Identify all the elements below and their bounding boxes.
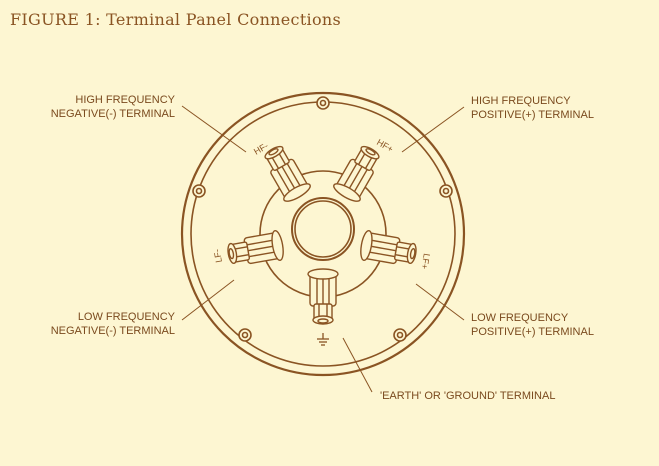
hf-positive-label: HIGH FREQUENCY POSITIVE(+) TERMINAL: [471, 95, 594, 121]
lf-negative-label: LOW FREQUENCY NEGATIVE(-) TERMINAL: [50, 311, 175, 337]
hf-plus-mark: HF+: [375, 137, 395, 154]
lf-positive-leader: [415, 283, 465, 321]
earth-leader: [342, 337, 373, 393]
outer-ring: [180, 91, 466, 377]
figure-title: FIGURE 1: Terminal Panel Connections: [10, 10, 342, 29]
earth-post: [307, 268, 339, 325]
earth-label: 'EARTH' OR 'GROUND' TERMINAL: [380, 390, 556, 402]
ground-icon: [317, 333, 329, 346]
lf-minus-mark: LF-: [212, 248, 224, 263]
inner-ring: [190, 101, 456, 367]
hf-positive-leader: [401, 106, 465, 153]
hf-negative-label: HIGH FREQUENCY NEGATIVE(-) TERMINAL: [50, 94, 175, 120]
center-hole: [291, 197, 355, 261]
mounting-screw: [316, 96, 330, 110]
lf-negative-leader: [181, 279, 235, 321]
hf-negative-leader: [181, 105, 247, 153]
lf-positive-post: [358, 229, 419, 270]
lf-positive-label: LOW FREQUENCY POSITIVE(+) TERMINAL: [471, 312, 594, 338]
mounting-screw: [439, 184, 453, 198]
mounting-screw: [192, 184, 206, 198]
mounting-screw: [393, 328, 407, 342]
mounting-screw: [238, 328, 252, 342]
lf-plus-mark: LF+: [419, 253, 432, 270]
lf-negative-post: [225, 229, 286, 270]
